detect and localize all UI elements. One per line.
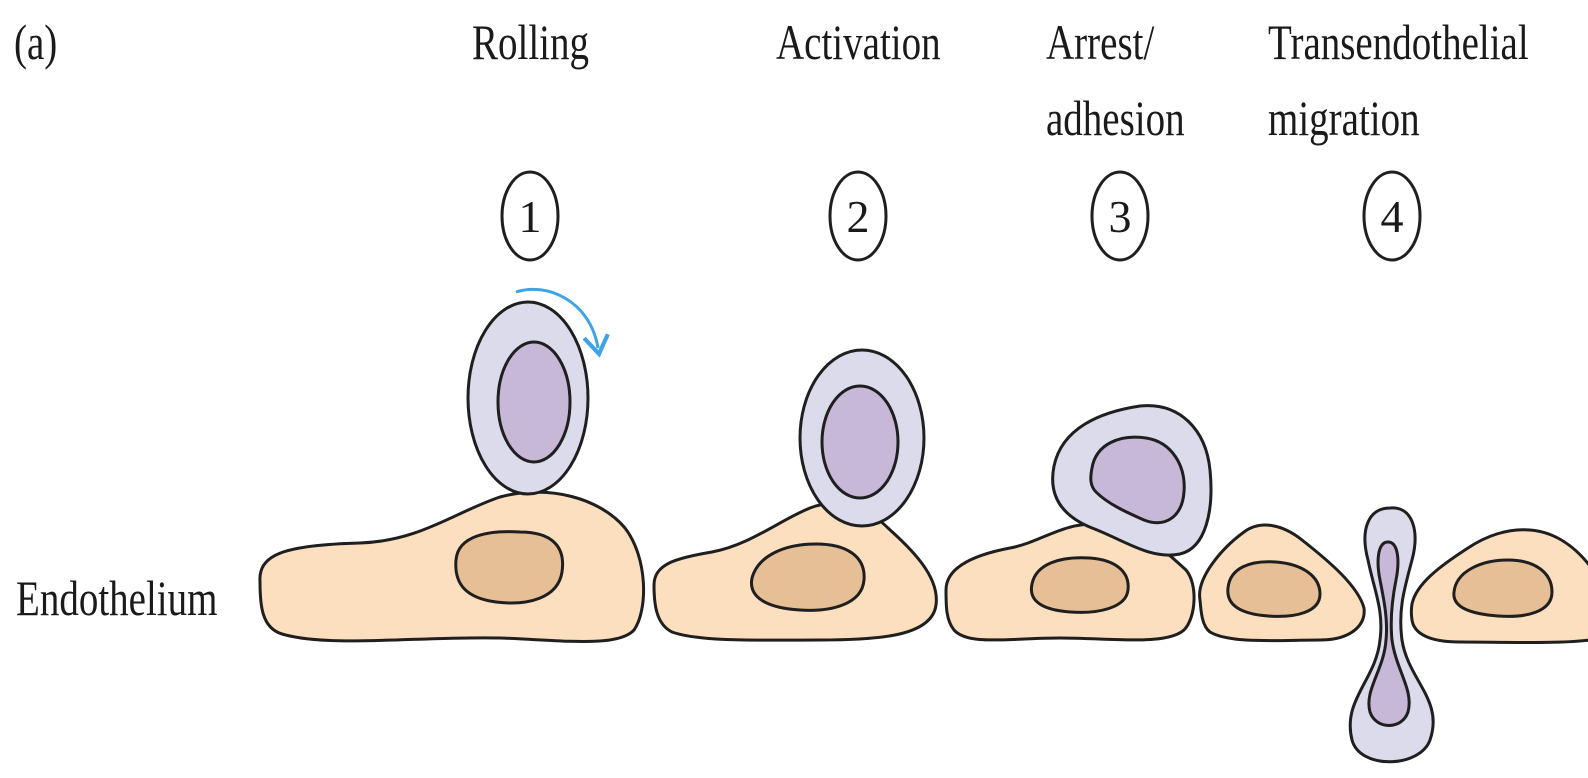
endothelial-cell-1 xyxy=(260,492,644,641)
endothelial-cell-5 xyxy=(1411,530,1588,643)
endothelial-cell-2 xyxy=(654,504,936,641)
stage-1-number-circle: 1 xyxy=(502,172,558,260)
stage-2-number-circle: 2 xyxy=(830,172,886,260)
activated-leukocyte xyxy=(800,350,924,526)
stage-2-number: 2 xyxy=(847,191,870,242)
stage-3-number: 3 xyxy=(1109,191,1132,242)
endothelial-cell-4 xyxy=(1200,525,1365,641)
stage-1-number: 1 xyxy=(519,191,542,242)
stage-3-number-circle: 3 xyxy=(1092,172,1148,260)
stage-4-number: 4 xyxy=(1381,191,1404,242)
rolling-leukocyte xyxy=(468,302,588,494)
stage-4-number-circle: 4 xyxy=(1364,172,1420,260)
